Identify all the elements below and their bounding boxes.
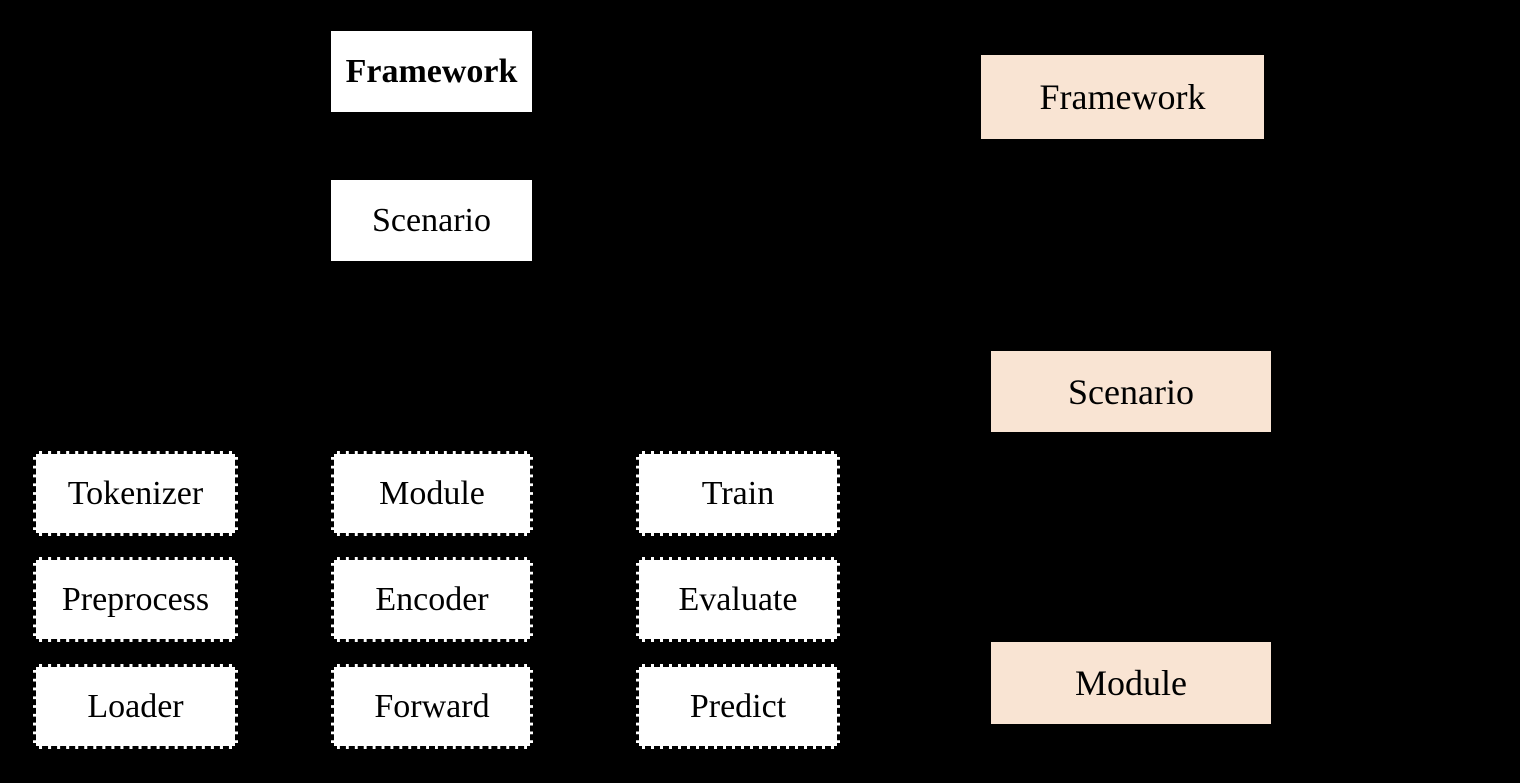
node-scenario: Scenario [331,180,532,261]
node-scenario-highlight: Scenario [991,351,1271,432]
node-predict: Predict [636,664,840,749]
node-loader: Loader [33,664,238,749]
node-framework-root: Framework [331,31,532,112]
node-train: Train [636,451,840,536]
node-module-highlight: Module [991,642,1271,724]
node-framework-highlight: Framework [981,55,1264,139]
node-module: Module [331,451,533,536]
node-preprocess: Preprocess [33,557,238,642]
node-encoder: Encoder [331,557,533,642]
node-tokenizer: Tokenizer [33,451,238,536]
node-forward: Forward [331,664,533,749]
node-evaluate: Evaluate [636,557,840,642]
